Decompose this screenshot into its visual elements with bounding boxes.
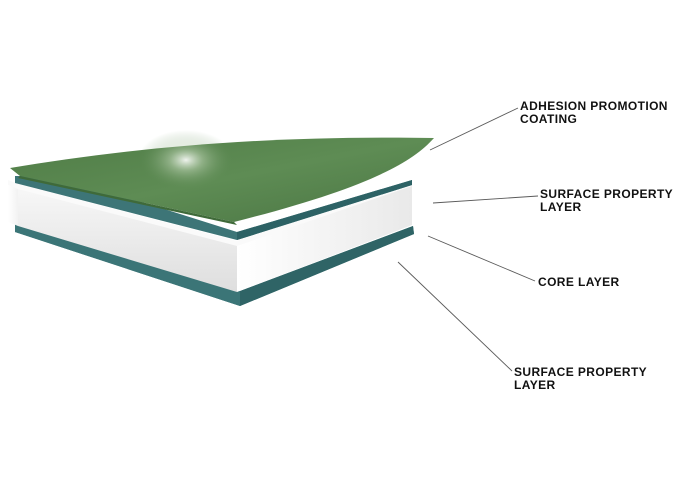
surface-property-bottom-sheet — [15, 224, 414, 306]
leader-line-adhesion — [429, 107, 519, 151]
adhesion-label-line-2: COATING — [520, 112, 578, 126]
core-layer-label: CORE LAYER — [538, 276, 620, 289]
core-label-line-1: CORE LAYER — [538, 275, 620, 289]
surface-top-label-line-1: SURFACE PROPERTY — [540, 187, 674, 201]
leader-line-surface-top — [432, 195, 539, 204]
adhesion-promotion-coating-label: ADHESION PROMOTION COATING — [520, 100, 668, 126]
adhesion-coating-sheet — [10, 130, 434, 225]
surface-bottom-label-line-1: SURFACE PROPERTY — [514, 365, 648, 379]
surface-top-label-line-2: LAYER — [540, 200, 582, 214]
surface-property-layer-bottom-label: SURFACE PROPERTY LAYER — [514, 366, 647, 392]
core-layer-block — [8, 180, 412, 292]
adhesion-label-line-1: ADHESION PROMOTION — [520, 99, 668, 113]
leader-line-core — [427, 235, 536, 282]
surface-property-layer-top-label: SURFACE PROPERTY LAYER — [540, 188, 673, 214]
surface-bottom-label-line-2: LAYER — [514, 378, 556, 392]
leader-line-surface-bottom — [397, 261, 513, 372]
